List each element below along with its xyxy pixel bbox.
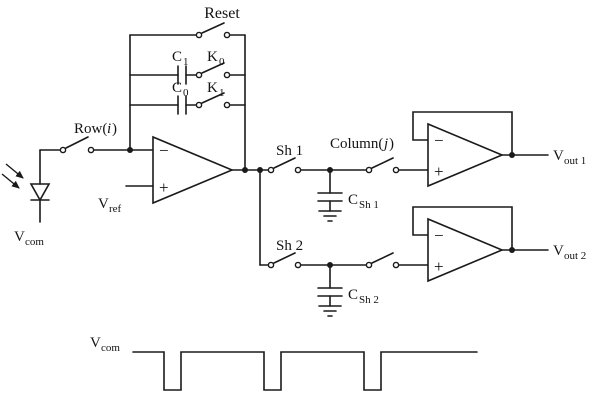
switch-lever [273, 252, 296, 264]
switch-contact [223, 101, 231, 109]
vref-label-sub: ref [109, 203, 122, 215]
csh1-label: C [348, 192, 358, 208]
noninverting-input-sign: + [159, 178, 169, 197]
c1-label: C [172, 49, 182, 65]
switch-lever [65, 136, 89, 149]
switch-contact [223, 71, 231, 79]
junction-dot [127, 147, 133, 153]
switch-contact [267, 166, 275, 174]
vout1-label-sub: out 1 [564, 155, 586, 167]
noninverting-input-sign: + [434, 257, 444, 276]
switch-contact [195, 31, 203, 39]
c0-label: C [172, 80, 182, 96]
switch-contact [87, 146, 95, 154]
k0-label: K [207, 49, 218, 65]
inverting-input-sign: − [434, 226, 444, 245]
feedback-wire [412, 111, 513, 156]
buffer-opamp-1: − + V out 1 [412, 111, 586, 188]
switch-contact [223, 31, 231, 39]
vref-label: V [98, 196, 109, 212]
opamp-triangle [427, 217, 505, 283]
switch-contact [195, 71, 203, 79]
switch-contact [195, 101, 203, 109]
feedback-wire [412, 206, 513, 251]
vout2-label: V [553, 243, 564, 259]
sample-hold-2: Sh 2 C Sh 2 [259, 169, 429, 317]
switch-contact [365, 166, 373, 174]
junction-dot [509, 247, 515, 253]
diode-triangle [29, 183, 51, 202]
sh2-label: Sh 2 [276, 238, 303, 254]
vcom-label: V [14, 229, 25, 245]
inverting-input-sign: − [434, 131, 444, 150]
opamp-triangle [152, 135, 235, 205]
junction-dot [242, 167, 248, 173]
sh1-label: Sh 1 [276, 143, 303, 159]
column-label-var: j [382, 136, 388, 152]
buffer-opamp-2: − + V out 2 [412, 206, 586, 283]
light-arrow-icon [1, 173, 20, 189]
switch-contact [267, 261, 275, 269]
switch-contact [294, 166, 302, 174]
switch-contact [365, 261, 373, 269]
reset-switch: Reset [129, 5, 246, 39]
switch-lever [371, 252, 394, 264]
vout2-label-sub: out 2 [564, 250, 586, 262]
k1-label: K [207, 80, 218, 96]
feedback-network: Reset C 1 K 0 C 0 [127, 5, 246, 171]
vcom-waveform: V com [90, 335, 478, 391]
opamp-triangle [427, 122, 505, 188]
photodiode: V com [1, 149, 51, 248]
csh2-label: C [348, 287, 358, 303]
switch-contact [392, 166, 400, 174]
c0-k1-branch: C 0 K 1 [129, 80, 246, 115]
ground-icon [318, 305, 342, 317]
vcom-label-sub: com [25, 236, 44, 248]
vcom-wave-label: V [90, 335, 101, 351]
switch-lever [201, 92, 225, 104]
light-arrow-icon [5, 163, 24, 179]
row-label-close: ) [112, 121, 117, 137]
c0-label-sub: 0 [183, 87, 189, 99]
switch-lever [371, 157, 394, 169]
noninverting-input-sign: + [434, 162, 444, 181]
vcom-wave-label-sub: com [101, 342, 120, 354]
switch-lever [273, 157, 296, 169]
inverting-input-sign: − [159, 141, 169, 160]
sample-hold-1: Sh 1 C Sh 1 Column( j ) [267, 136, 429, 222]
switch-lever [201, 62, 225, 74]
waveform-trace [132, 351, 478, 391]
junction-dot [509, 152, 515, 158]
column-label: Column( [330, 136, 383, 152]
column-label-close: ) [389, 136, 394, 152]
vout1-label: V [553, 148, 564, 164]
c1-label-sub: 1 [183, 56, 189, 68]
k0-label-sub: 0 [219, 56, 225, 68]
reset-label: Reset [204, 5, 240, 22]
row-label: Row( [74, 121, 107, 137]
integrator-opamp: − + V ref [98, 135, 269, 215]
c1-k0-branch: C 1 K 0 [129, 49, 246, 85]
switch-contact [59, 146, 67, 154]
ground-icon [318, 210, 342, 222]
row-label-var: i [107, 121, 111, 137]
switch-lever [201, 22, 225, 34]
switch-contact [294, 261, 302, 269]
csh2-label-sub: Sh 2 [359, 294, 379, 306]
k1-label-sub: 1 [219, 87, 225, 99]
switch-contact [392, 261, 400, 269]
row-switch: Row( i ) [39, 121, 154, 154]
csh1-label-sub: Sh 1 [359, 199, 379, 211]
